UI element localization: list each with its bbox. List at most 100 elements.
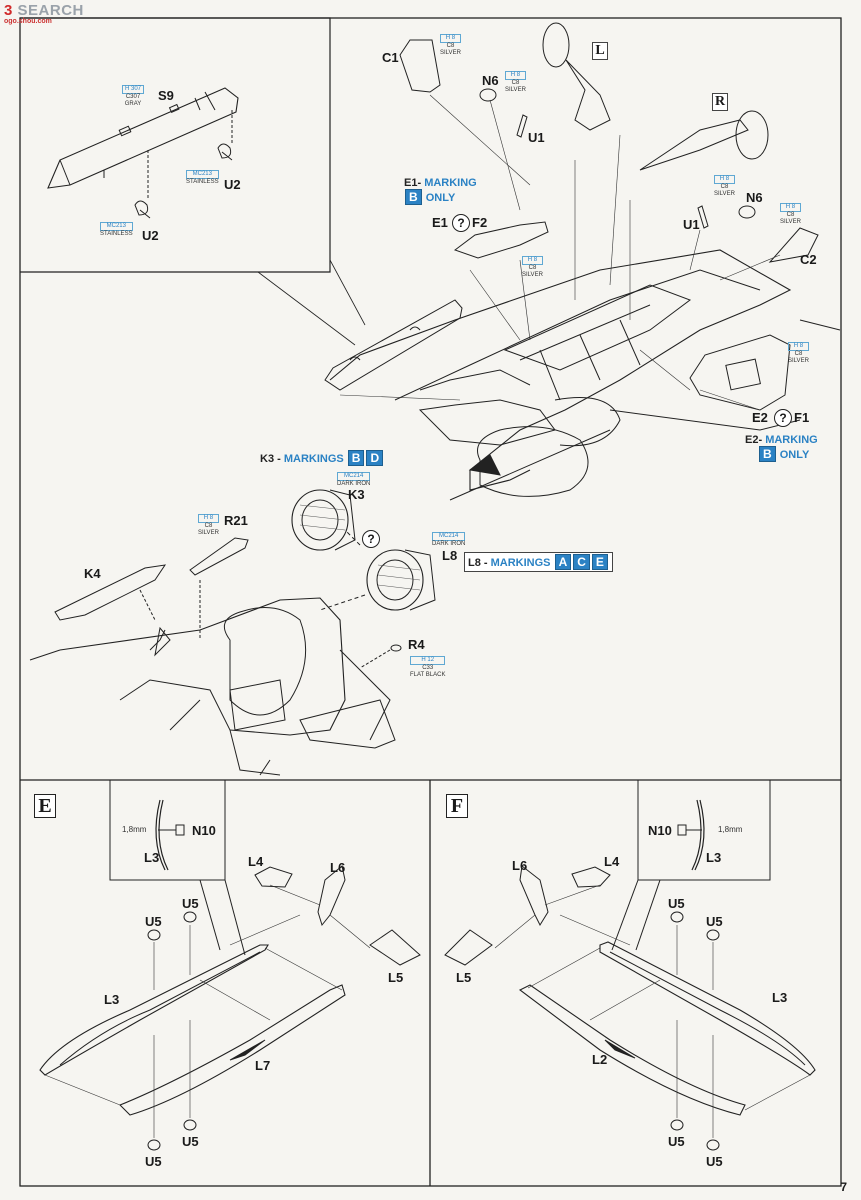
pylon-mounted	[324, 299, 463, 391]
detail-box-e	[109, 780, 226, 881]
bead-u5-e3	[147, 1139, 161, 1151]
bead-u5-e4	[183, 1119, 197, 1131]
cockpit-bay	[503, 284, 692, 371]
detail-box-f	[637, 780, 771, 881]
tail-cone	[223, 607, 307, 716]
fuselage-outline	[329, 249, 792, 491]
part-s9: S9	[158, 88, 174, 103]
fin-l5-e	[369, 929, 421, 966]
marking-e1: E1- MARKING B ONLY	[404, 177, 477, 205]
part-u5-f-bottom-left: U5	[668, 1134, 685, 1149]
bead-u5-e2	[183, 911, 197, 923]
part-c1: C1	[382, 50, 399, 65]
part-l2: L2	[592, 1052, 608, 1067]
wheel-right	[735, 110, 769, 160]
pylon-half-l2	[518, 984, 746, 1116]
part-l3-e: L3	[104, 992, 120, 1007]
gear-strut-right	[639, 119, 749, 171]
light-n6-left	[479, 88, 497, 102]
stick-u1-left	[516, 114, 528, 138]
question-icon-e1f2: ?	[452, 214, 470, 232]
part-u1-left: U1	[528, 130, 545, 145]
marking-e2: E2- MARKING B ONLY	[745, 434, 818, 462]
pylon-half-l7	[119, 984, 346, 1116]
bead-u5-f2	[706, 929, 720, 941]
part-u5-e-top-right: U5	[182, 896, 199, 911]
clip-u2-upper	[217, 143, 233, 161]
door-c1	[399, 39, 441, 93]
part-u5-e-bottom-right: U5	[182, 1134, 199, 1149]
part-k4: K4	[84, 566, 101, 581]
panel-f2	[453, 221, 549, 259]
page-number: 7	[840, 1180, 847, 1194]
part-u5-f-top-left: U5	[668, 896, 685, 911]
bead-u5-e1	[147, 929, 161, 941]
dimension-f: 1,8mm	[718, 825, 743, 834]
part-u5-f-top-right: U5	[706, 914, 723, 929]
part-l6-f: L6	[512, 858, 528, 873]
airbrake	[229, 679, 286, 731]
gear-strut-left	[565, 59, 611, 131]
question-icon-l8: ?	[362, 530, 380, 548]
fin-l4-e	[254, 866, 293, 888]
fin-small	[154, 626, 171, 657]
part-l3-detail-e: L3	[144, 850, 160, 865]
bead-u5-f3	[670, 1119, 684, 1131]
exhaust-l8	[366, 549, 424, 611]
part-e2: E2	[752, 410, 768, 425]
step-label-f: F	[446, 794, 468, 818]
part-n6-left: N6	[482, 73, 499, 88]
clip-u2-lower	[134, 200, 151, 219]
part-l4-e: L4	[248, 854, 264, 869]
part-u5-e-top-left: U5	[145, 914, 162, 929]
strake-k4	[54, 564, 167, 621]
panel-f1	[689, 334, 791, 411]
dimension-e: 1,8mm	[122, 825, 147, 834]
fin-l5-f	[444, 929, 493, 966]
bead-u5-f1	[670, 911, 684, 923]
part-n10-e: N10	[192, 823, 216, 838]
part-c2: C2	[800, 252, 817, 267]
detail-inset-frame	[20, 17, 331, 273]
probe-r21	[189, 537, 249, 576]
part-l6-e: L6	[330, 860, 346, 875]
pylon-half-l3-e	[39, 944, 269, 1076]
part-l8: L8	[442, 548, 458, 563]
watermark-url: ogo.shou.com	[4, 18, 52, 25]
fin-l4-f	[571, 866, 611, 888]
part-e1: E1	[432, 215, 448, 230]
engine-intake	[477, 426, 589, 497]
part-f1: F1	[794, 410, 810, 425]
light-n10-f	[677, 824, 687, 836]
light-n6-right	[738, 205, 756, 219]
exhaust-k3	[291, 489, 349, 551]
part-l5-f: L5	[456, 970, 472, 985]
wheel-left	[542, 22, 570, 68]
part-n10-f: N10	[648, 823, 672, 838]
part-u2-upper: U2	[224, 177, 241, 192]
part-u5-f-bottom-right: U5	[706, 1154, 723, 1169]
stick-u1-right	[697, 205, 709, 229]
question-icon-e2f1: ?	[774, 409, 792, 427]
part-u2-lower: U2	[142, 228, 159, 243]
part-u1-right: U1	[683, 217, 700, 232]
right-side-mark: R	[712, 93, 728, 111]
part-l7: L7	[255, 1058, 271, 1073]
part-k3: K3	[348, 487, 365, 502]
watermark: 3 SEARCH	[4, 2, 84, 19]
light-n10-e	[175, 824, 185, 836]
part-r4: R4	[408, 637, 425, 652]
